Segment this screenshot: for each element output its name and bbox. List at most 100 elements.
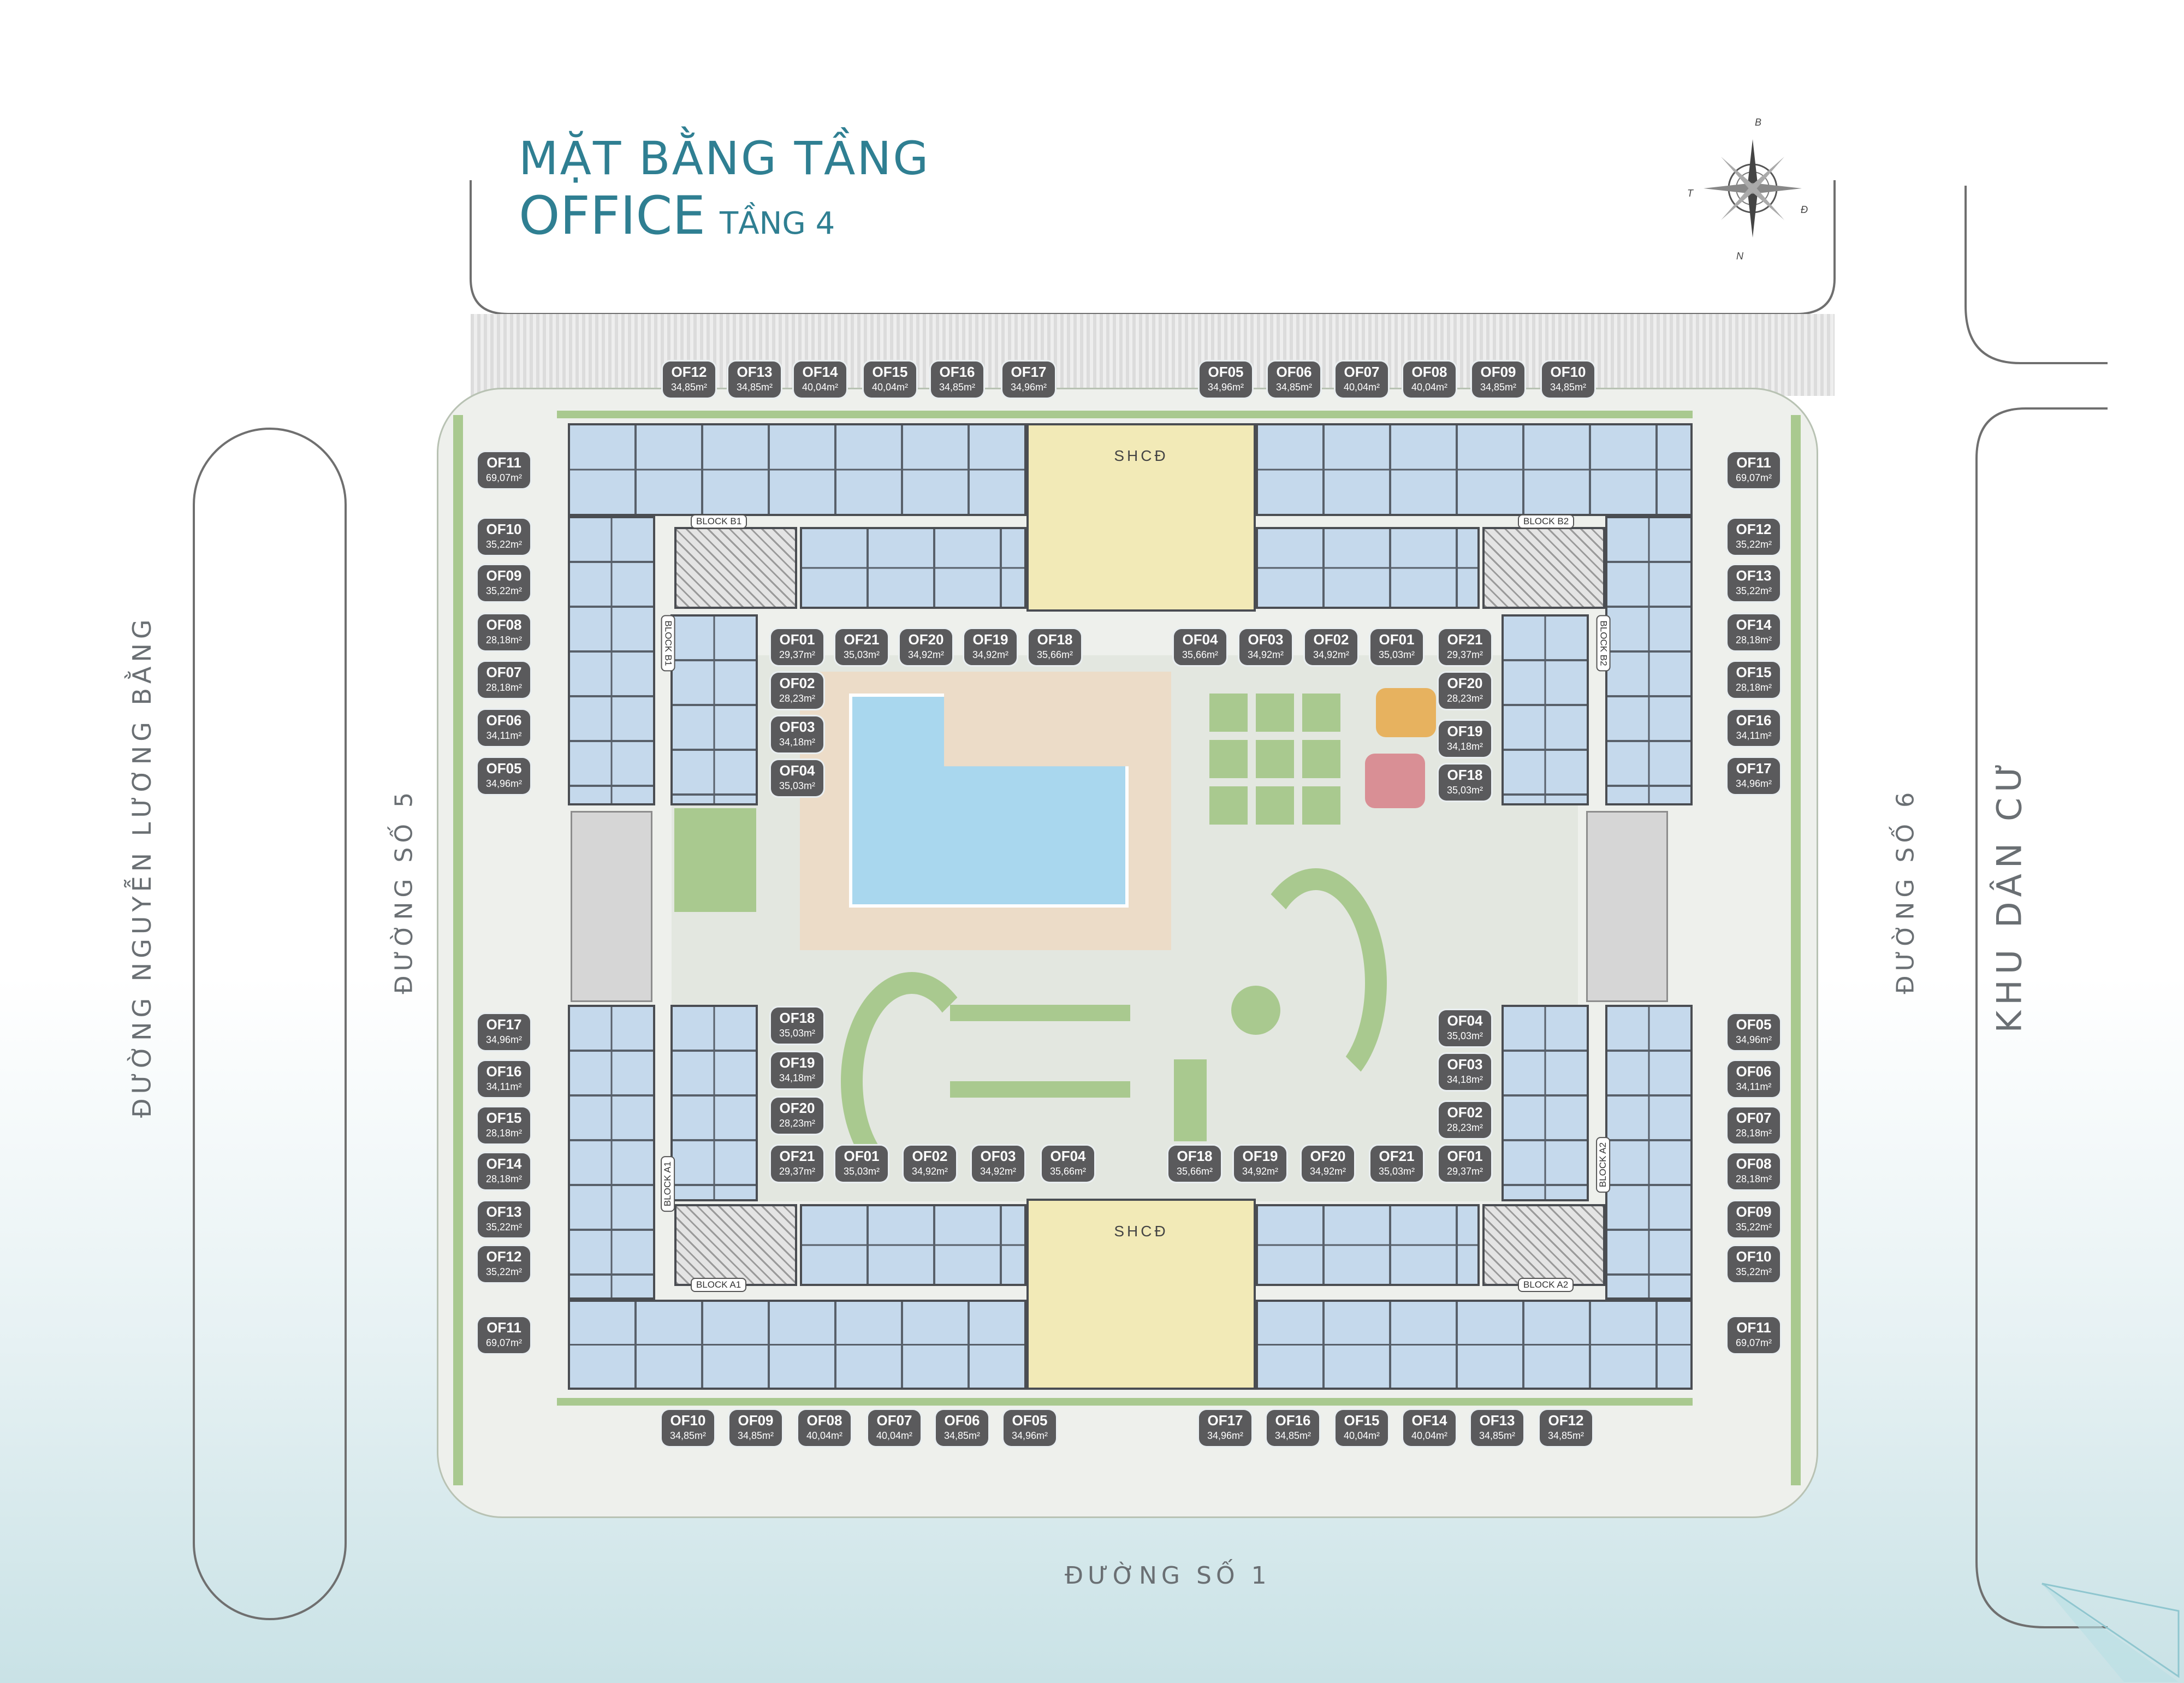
unit-area: 35,22m² bbox=[485, 1266, 523, 1277]
area-khu-dan-cu: KHU DÂN CƯ bbox=[1989, 757, 2029, 1033]
unit-area: 34,18m² bbox=[779, 737, 816, 748]
unit-area: 34,18m² bbox=[1446, 741, 1483, 752]
lawn-garden-9 bbox=[1302, 786, 1340, 825]
block-b2-east-wing bbox=[1605, 516, 1693, 805]
unit-id: OF15 bbox=[872, 364, 908, 380]
block-a2-inner-south bbox=[1256, 1204, 1480, 1286]
unit-area: 34,18m² bbox=[1446, 1074, 1483, 1085]
unit-area: 34,96m² bbox=[1735, 778, 1772, 789]
unit-area: 34,96m² bbox=[1207, 382, 1244, 393]
unit-area: 35,22m² bbox=[1735, 585, 1772, 596]
unit-area: 34,96m² bbox=[1011, 1430, 1048, 1441]
unit-id: OF20 bbox=[908, 631, 944, 648]
unit-id: OF02 bbox=[1447, 1104, 1483, 1121]
block-a1-inner-south bbox=[800, 1204, 1026, 1286]
